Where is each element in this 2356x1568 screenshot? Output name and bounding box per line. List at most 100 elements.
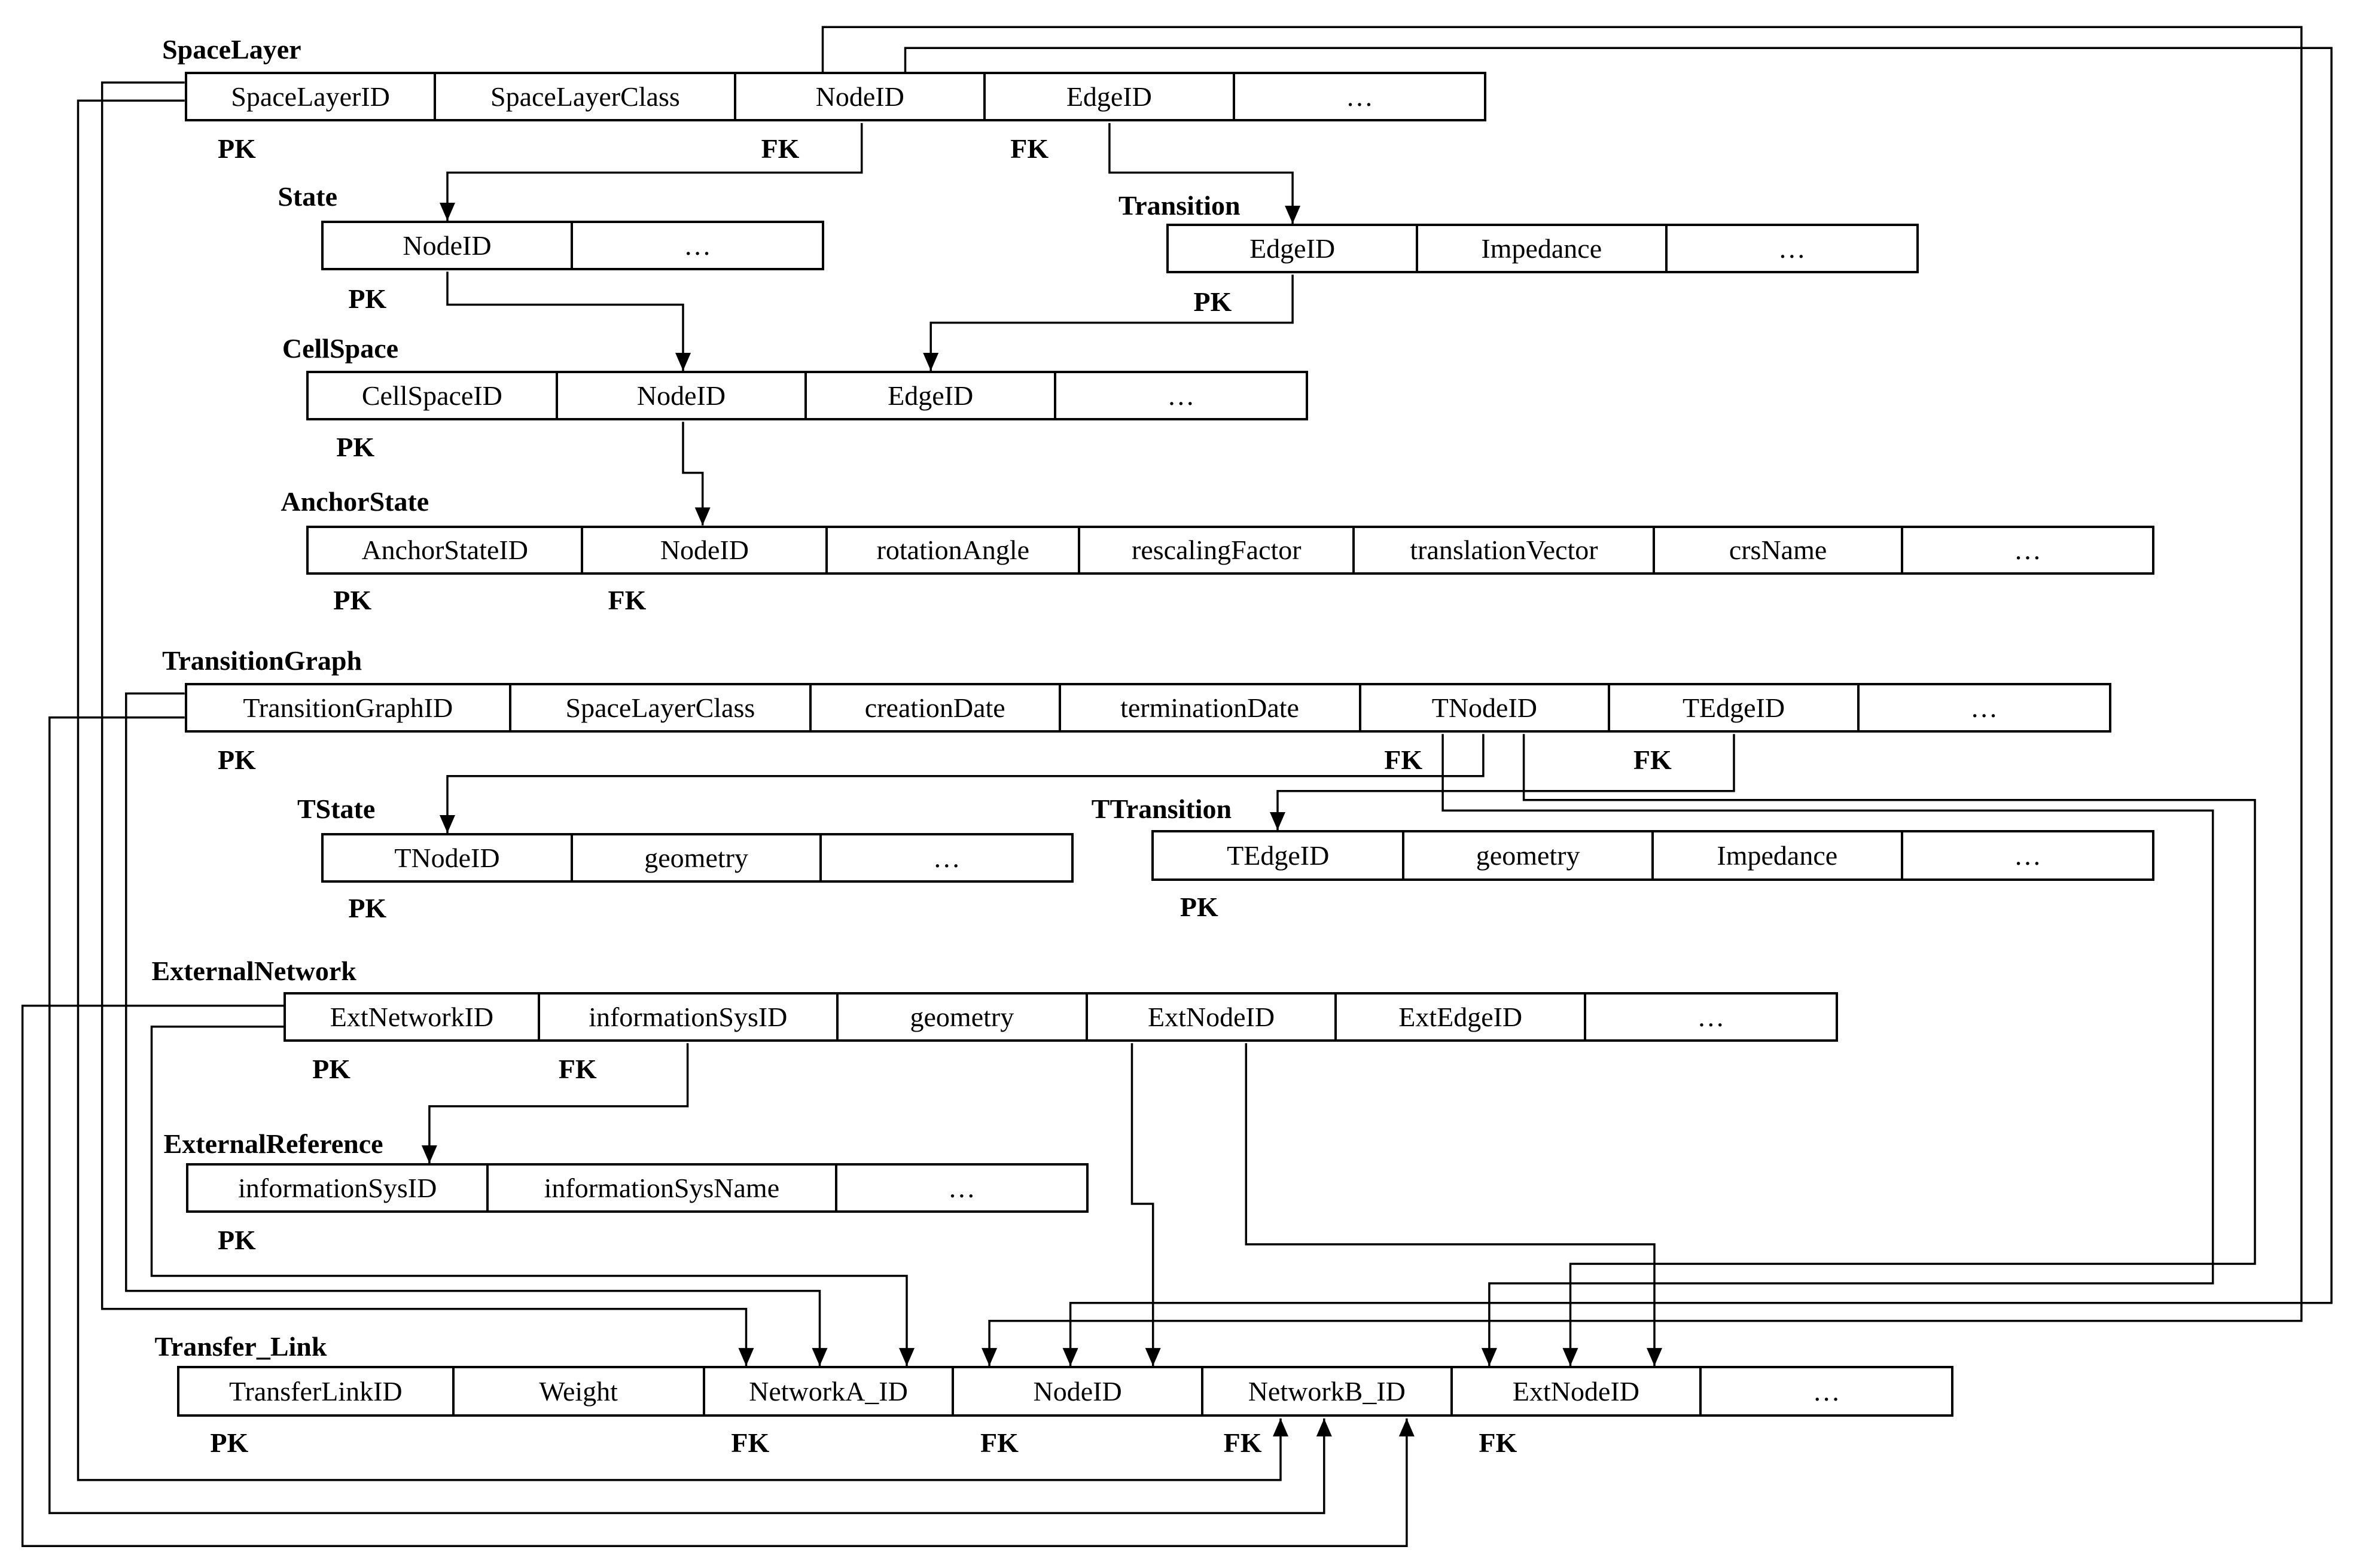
tstate-pk-label: PK: [348, 893, 387, 924]
link-spacelayer-nodeid-to-tl-nodeid-2: [904, 47, 2333, 1366]
tstate-column-tnodeid: TNodeID: [324, 835, 573, 880]
arrowhead: [1316, 1418, 1332, 1436]
anchorstate-column-more: …: [2013, 535, 2041, 566]
externalnetwork-column-more: …: [1697, 1002, 1725, 1033]
arrowhead: [1481, 1348, 1497, 1366]
arrowhead: [1562, 1348, 1578, 1366]
externalnetwork-column-extedgeid: ExtEdgeID: [1337, 995, 1587, 1039]
transitiongraph-pk-label: PK: [217, 744, 256, 775]
transferlink-column-networkb_id: NetworkB_ID: [1203, 1368, 1453, 1415]
fk-extnetwork-infosys-to-extreference: [421, 1043, 689, 1164]
spacelayer-column-more: …: [1346, 81, 1374, 112]
externalnetwork-column-geometry: geometry: [839, 995, 1088, 1039]
externalnetwork-pk-label: PK: [312, 1053, 350, 1084]
cellspace-column-nodeid: NodeID: [558, 373, 807, 418]
arrowhead: [421, 1145, 437, 1164]
ttransition-column-impedance: Impedance: [1654, 832, 1903, 879]
arrowhead: [982, 1348, 998, 1366]
anchorstate-column-rotationangle: rotationAngle: [828, 527, 1081, 573]
transition-column-impedance: Impedance: [1418, 225, 1668, 271]
transferlink-fk-label: FK: [980, 1427, 1019, 1458]
arrowhead: [439, 202, 455, 221]
spacelayer-column-nodeid: NodeID: [736, 74, 986, 120]
externalreference-column-informationsysname: informationSysName: [489, 1166, 837, 1211]
state-column-more: …: [684, 230, 712, 261]
transitiongraph-table-name: TransitionGraph: [162, 645, 362, 676]
transitiongraph-column-transitiongraphid: TransitionGraphID: [187, 685, 511, 730]
fk-state-nodeid-to-cellspace: [446, 271, 691, 371]
externalnetwork-column-informationsysid: informationSysID: [540, 995, 839, 1039]
ttransition-pk-label: PK: [1179, 891, 1218, 922]
transitiongraph-column-more: …: [1970, 692, 1998, 723]
tstate-column-geometry: geometry: [573, 835, 822, 880]
arrowhead: [899, 1348, 915, 1366]
arrowhead: [1273, 1418, 1289, 1436]
link-extnodeid-to-tl-nodeid: [1130, 1043, 1161, 1366]
transferlink-fk-label: FK: [1479, 1427, 1517, 1458]
externalreference-column-more: …: [947, 1173, 976, 1204]
link-spacelayer-pk-to-networkb: [77, 99, 1289, 1481]
anchorstate-column-anchorstateid: AnchorStateID: [309, 527, 584, 573]
transferlink-column-transferlinkid: TransferLinkID: [179, 1368, 455, 1415]
anchorstate-column-nodeid: NodeID: [583, 527, 828, 573]
spacelayer-table-name: SpaceLayer: [162, 34, 301, 65]
arrowhead: [923, 352, 939, 371]
state-table-row: NodeID…: [321, 220, 825, 270]
transition-pk-label: PK: [1193, 286, 1232, 317]
spacelayer-fk-label: FK: [761, 133, 800, 164]
spacelayer-pk-label: PK: [217, 133, 256, 164]
anchorstate-pk-label: PK: [333, 585, 372, 616]
cellspace-column-cellspaceid: CellSpaceID: [309, 373, 558, 418]
transitiongraph-column-tnodeid: TNodeID: [1361, 685, 1611, 730]
spacelayer-fk-label: FK: [1010, 133, 1049, 164]
transitiongraph-column-spacelayerclass: SpaceLayerClass: [511, 685, 812, 730]
transferlink-column-extnodeid: ExtNodeID: [1453, 1368, 1702, 1415]
transition-table-name: Transition: [1118, 190, 1241, 221]
link-extnodeid-to-tl-extnodeid: [1245, 1043, 1663, 1366]
fk-transitiongraph-tedgeid-to-ttransition: [1270, 734, 1735, 831]
arrowhead: [1398, 1418, 1415, 1436]
arrowhead: [1145, 1348, 1161, 1366]
link-transitiongraph-pk-to-networkb: [48, 716, 1332, 1514]
spacelayer-column-spacelayerid: SpaceLayerID: [187, 74, 437, 120]
tstate-table-name: TState: [297, 794, 376, 825]
transferlink-fk-label: FK: [1223, 1427, 1262, 1458]
transferlink-column-nodeid: NodeID: [954, 1368, 1203, 1415]
link-extnetwork-pk-to-networkb: [21, 1004, 1415, 1548]
anchorstate-fk-label: FK: [608, 585, 647, 616]
externalnetwork-fk-label: FK: [558, 1053, 597, 1084]
transferlink-column-weight: Weight: [455, 1368, 705, 1415]
cellspace-column-more: …: [1167, 380, 1195, 411]
cellspace-table-name: CellSpace: [282, 332, 399, 364]
transitiongraph-column-creationdate: creationDate: [812, 685, 1061, 730]
anchorstate-table-name: AnchorState: [281, 486, 429, 517]
transferlink-pk-label: PK: [210, 1427, 249, 1458]
spacelayer-column-spacelayerclass: SpaceLayerClass: [436, 74, 737, 120]
ttransition-column-tedgeid: TEdgeID: [1154, 832, 1405, 879]
cellspace-column-edgeid: EdgeID: [807, 373, 1056, 418]
ttransition-column-more: …: [2013, 840, 2041, 871]
externalreference-column-informationsysid: informationSysID: [188, 1166, 489, 1211]
link-spacelayer-to-networka: [100, 81, 754, 1366]
fk-transition-edgeid-to-cellspace: [923, 274, 1294, 371]
anchorstate-column-crsname: crsName: [1655, 527, 1903, 573]
externalnetwork-column-extnetworkid: ExtNetworkID: [286, 995, 540, 1039]
arrowhead: [439, 815, 455, 834]
tstate-column-more: …: [932, 842, 961, 873]
externalnetwork-table-name: ExternalNetwork: [151, 956, 356, 987]
transferlink-fk-label: FK: [731, 1427, 770, 1458]
arrowhead: [812, 1348, 828, 1366]
transition-column-edgeid: EdgeID: [1169, 225, 1418, 271]
arrowhead: [1062, 1348, 1078, 1366]
spacelayer-column-edgeid: EdgeID: [986, 74, 1235, 120]
arrowhead: [1270, 812, 1286, 831]
